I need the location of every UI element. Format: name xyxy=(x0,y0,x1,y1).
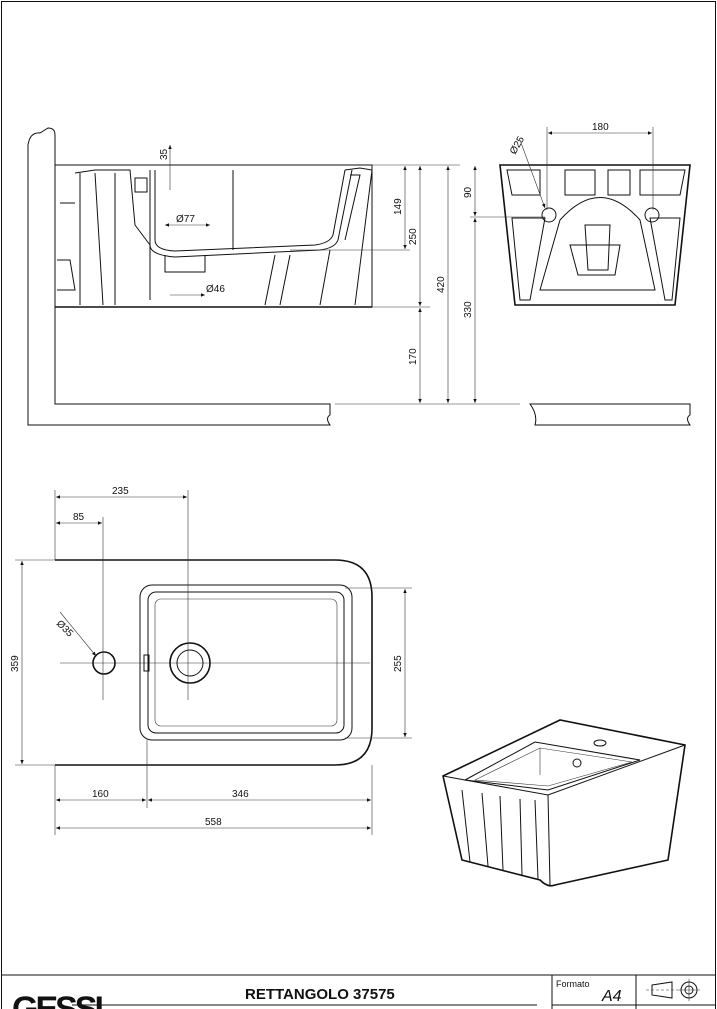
tap-hole xyxy=(92,651,116,675)
dim-bowl-width: 255 xyxy=(393,655,404,672)
projection-symbol-icon xyxy=(646,979,700,1001)
brand-logo: GESSI xyxy=(12,990,102,1009)
dim-body-height: 250 xyxy=(408,228,419,245)
title-block: GESSI RETTANGOLO 37575 Formato A4 xyxy=(1,974,716,1009)
floor-hatch xyxy=(529,403,691,426)
fixing-hole-right xyxy=(644,207,660,223)
dim-waste-diameter: Ø46 xyxy=(206,284,225,295)
side-view: 35 Ø77 Ø46 149 250 170 420 xyxy=(27,127,520,426)
dim-fixing-distance: 180 xyxy=(592,122,609,133)
dim-fixing-to-floor: 330 xyxy=(463,301,474,318)
dim-bowl-depth: 149 xyxy=(393,198,404,215)
isometric-view xyxy=(442,719,686,887)
fixing-hole-left xyxy=(541,207,557,223)
format-value: A4 xyxy=(601,988,622,1005)
dim-depth: 359 xyxy=(10,655,21,672)
tap-hole-detail xyxy=(134,177,148,193)
dim-total-height: 420 xyxy=(436,276,447,293)
dim-drain-from-wall: 235 xyxy=(112,486,129,497)
wall-floor-hatch xyxy=(27,127,331,426)
dim-drain-diameter: Ø77 xyxy=(176,214,195,225)
format-label: Formato xyxy=(556,979,590,989)
dim-total-length: 558 xyxy=(205,817,222,828)
dim-tap-from-wall: 85 xyxy=(73,512,85,523)
rear-view: 180 Ø25 90 330 xyxy=(463,122,691,426)
dim-bowl-from-wall: 160 xyxy=(92,789,109,800)
top-view: 235 85 Ø35 359 255 160 346 558 xyxy=(10,486,412,835)
drain-hole xyxy=(169,642,211,684)
dim-tap-hole: Ø35 xyxy=(54,618,75,639)
dim-fixing-hole: Ø25 xyxy=(508,134,527,156)
dim-fixing-height: 90 xyxy=(463,186,474,198)
product-title: RETTANGOLO 37575 xyxy=(245,986,395,1003)
dim-top-offset: 35 xyxy=(159,148,170,160)
dim-floor-clearance: 170 xyxy=(408,348,419,365)
dim-bowl-length: 346 xyxy=(232,789,249,800)
